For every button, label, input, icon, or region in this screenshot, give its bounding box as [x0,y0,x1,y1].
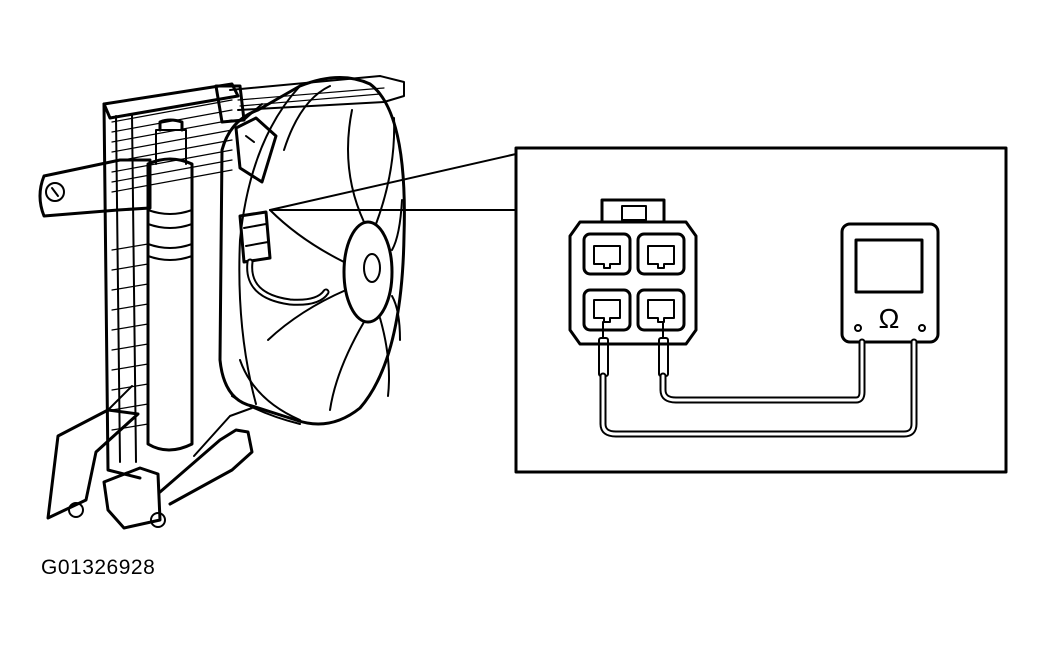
test-leads [598,321,918,438]
meter-terminal-right [918,324,926,332]
lead-right [659,338,866,404]
lead-left [599,338,918,438]
pin-cavity-1 [582,232,632,276]
meter-terminal-left [854,324,862,332]
detail-box [514,146,1008,474]
fan-motor-connector [234,116,330,306]
lower-bracket [46,385,254,530]
fan-shroud [218,75,406,426]
connector-4-pin-drawing [568,198,698,346]
radiator-fan-assembly-drawing [38,75,406,530]
mounting-bracket [38,158,152,218]
callout-leader [269,153,517,211]
pin-cavity-4 [636,288,686,332]
radiator-fins [111,99,233,431]
pin-cavity-3 [582,288,632,332]
ohm-symbol: Ω [879,303,900,334]
meter-display [854,238,924,294]
ohmmeter-drawing: Ω [840,222,940,344]
receiver-drier [146,118,194,452]
figure-id-label: G01326928 [41,556,156,579]
pin-cavity-2 [636,232,686,276]
